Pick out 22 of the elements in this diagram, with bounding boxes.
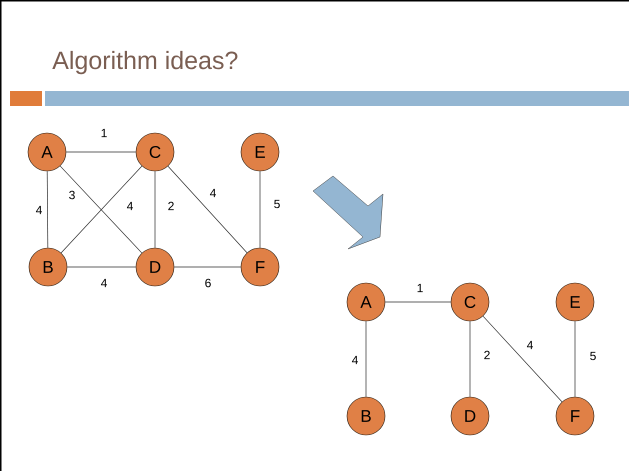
- edge-weight: 3: [68, 190, 76, 200]
- edge-weight: 1: [416, 282, 424, 294]
- edge-weight: 4: [526, 340, 534, 350]
- edge-weight: 2: [166, 200, 176, 212]
- edge-line: [168, 166, 248, 254]
- edge-line: [482, 316, 562, 402]
- edge-line: [46, 170, 48, 248]
- edge-weight: 4: [34, 204, 44, 216]
- edge-weight: 5: [588, 350, 598, 362]
- edge-line: [154, 170, 156, 248]
- edge-line: [174, 266, 242, 268]
- edge-weight: 2: [482, 350, 492, 360]
- edge-weight: 4: [208, 188, 218, 198]
- edge-weight: 4: [100, 278, 108, 288]
- edge-line: [66, 266, 136, 268]
- edge-weight: 4: [126, 200, 134, 212]
- edge-weight: 4: [350, 354, 360, 366]
- edge-weight: 5: [272, 198, 282, 210]
- edge-weight: 6: [204, 278, 212, 288]
- slide-title: Algorithm ideas?: [52, 50, 238, 74]
- edge-line: [574, 320, 576, 398]
- edge-weight: 1: [100, 128, 108, 138]
